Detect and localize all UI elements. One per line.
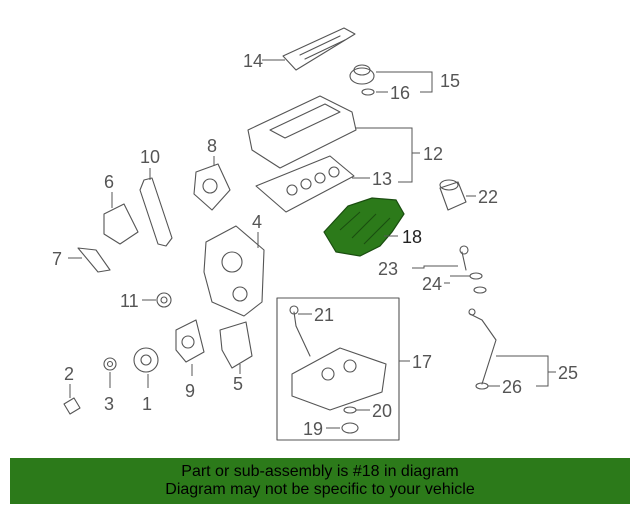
part-1-pulley[interactable] xyxy=(133,347,159,373)
part-23-sensor[interactable] xyxy=(459,245,469,271)
part-25-dipstick[interactable] xyxy=(468,308,497,385)
callout-6[interactable]: 6 xyxy=(104,172,114,192)
callout-9[interactable]: 9 xyxy=(185,381,195,401)
part-7-tensioner-bracket[interactable] xyxy=(77,247,111,273)
part-20-washer[interactable] xyxy=(343,406,357,414)
callout-4[interactable]: 4 xyxy=(252,212,262,232)
callout-18[interactable]: 18 xyxy=(402,227,422,247)
callout-5[interactable]: 5 xyxy=(233,374,243,394)
callout-11[interactable]: 11 xyxy=(120,291,139,311)
callout-25[interactable]: 25 xyxy=(558,363,578,383)
callout-21[interactable]: 21 xyxy=(314,305,334,325)
callout-8[interactable]: 8 xyxy=(207,136,217,156)
part-18-highlighted-assembly[interactable] xyxy=(323,197,405,257)
callout-19[interactable]: 19 xyxy=(303,419,323,439)
part-13-valve-cover-gasket[interactable] xyxy=(255,155,355,213)
callout-24[interactable]: 24 xyxy=(422,274,442,294)
part-12-valve-cover[interactable] xyxy=(247,95,357,169)
leader-25 xyxy=(496,355,549,387)
callout-26[interactable]: 26 xyxy=(502,377,522,397)
part-15-oil-filler-cap[interactable] xyxy=(349,64,375,85)
callout-7[interactable]: 7 xyxy=(52,249,62,269)
callout-1[interactable]: 1 xyxy=(142,394,152,414)
callout-15[interactable]: 15 xyxy=(440,71,460,91)
part-2-bolt[interactable] xyxy=(63,397,81,415)
part-19-drain-plug[interactable] xyxy=(341,422,359,434)
callout-10[interactable]: 10 xyxy=(140,147,160,167)
part-11-seal[interactable] xyxy=(156,292,172,308)
fitment-notice-banner: Part or sub-assembly is #18 in diagram D… xyxy=(10,458,630,504)
exploded-parts-diagram: 14 16 15 12 13 22 18 xyxy=(52,27,578,441)
callout-22[interactable]: 22 xyxy=(478,187,498,207)
callout-20[interactable]: 20 xyxy=(372,401,392,421)
part-8-timing-cover-upper[interactable] xyxy=(193,163,231,211)
part-3-washer[interactable] xyxy=(103,357,117,371)
part-14-engine-cover[interactable] xyxy=(282,27,356,71)
callout-3[interactable]: 3 xyxy=(104,394,114,414)
leader-12 xyxy=(356,127,413,183)
callout-16[interactable]: 16 xyxy=(390,83,410,103)
part-17-oil-pan[interactable] xyxy=(276,297,400,441)
callout-14[interactable]: 14 xyxy=(243,51,263,71)
part-24-seals[interactable] xyxy=(469,272,487,294)
part-16-filler-cap-seal[interactable] xyxy=(361,88,375,96)
notice-line-part: Part or sub-assembly is #18 in diagram xyxy=(181,463,459,480)
leader-23 xyxy=(412,265,458,269)
leader-15 xyxy=(376,71,433,93)
part-22-oil-filter[interactable] xyxy=(439,179,467,211)
callout-2[interactable]: 2 xyxy=(64,364,74,384)
part-4-front-cover[interactable] xyxy=(203,225,265,317)
callout-17[interactable]: 17 xyxy=(412,352,432,372)
notice-line-disclaimer: Diagram may not be specific to your vehi… xyxy=(165,481,475,498)
part-6-pulley-cover[interactable] xyxy=(103,203,139,245)
part-10-timing-belt[interactable] xyxy=(139,177,173,247)
part-21-dipstick-tube[interactable] xyxy=(289,305,311,357)
callout-23[interactable]: 23 xyxy=(378,259,398,279)
callout-12[interactable]: 12 xyxy=(423,144,443,164)
part-5-rear-bracket[interactable] xyxy=(219,321,253,369)
callout-13[interactable]: 13 xyxy=(372,169,392,189)
part-9-crank-pulley[interactable] xyxy=(175,319,205,363)
